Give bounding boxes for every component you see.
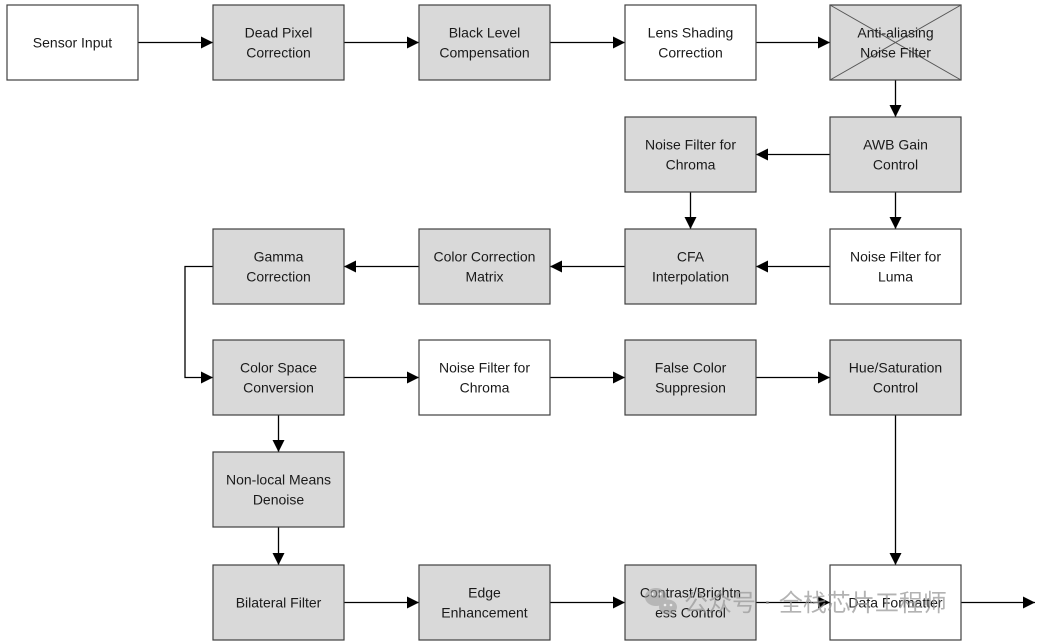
arrow-gamma-correction-to-color-space-conversion bbox=[184, 265, 213, 384]
node-box bbox=[418, 4, 551, 81]
node-box bbox=[418, 228, 551, 305]
node-label: Correction bbox=[246, 45, 311, 61]
node-label: Luma bbox=[878, 269, 913, 285]
node-label: False Color bbox=[655, 360, 727, 376]
cross-out-line bbox=[829, 4, 962, 81]
node-label: Lens Shading bbox=[648, 25, 734, 41]
watermark-text: 公众号 · 全栈芯片工程师 bbox=[684, 589, 947, 617]
watermark: 公众号 · 全栈芯片工程师 bbox=[645, 588, 947, 617]
node-label: Data Formatter bbox=[848, 595, 942, 611]
node-label: Black Level bbox=[449, 25, 521, 41]
node-label: Edge bbox=[468, 585, 501, 601]
node-box bbox=[212, 451, 345, 528]
node-label: Bilateral Filter bbox=[236, 595, 322, 611]
node-box bbox=[624, 339, 757, 416]
node-label: Color Correction bbox=[434, 249, 536, 265]
node-label: Noise Filter for bbox=[850, 249, 941, 265]
node-label: Interpolation bbox=[652, 269, 729, 285]
node-label: Correction bbox=[658, 45, 723, 61]
node-label: CFA bbox=[677, 249, 705, 265]
node-box bbox=[212, 4, 345, 81]
node-label: Chroma bbox=[666, 157, 716, 173]
node-label: Gamma bbox=[254, 249, 304, 265]
node-box bbox=[829, 564, 962, 641]
node-label: Enhancement bbox=[441, 605, 528, 621]
node-label: Sensor Input bbox=[33, 35, 112, 51]
node-box bbox=[829, 339, 962, 416]
node-label: Noise Filter for bbox=[439, 360, 530, 376]
node-box bbox=[418, 339, 551, 416]
node-box bbox=[624, 564, 757, 641]
node-label: Conversion bbox=[243, 380, 314, 396]
node-label: Noise Filter for bbox=[645, 137, 736, 153]
node-box bbox=[212, 339, 345, 416]
node-label: Dead Pixel bbox=[245, 25, 313, 41]
node-label: Hue/Saturation bbox=[849, 360, 942, 376]
node-label: Non-local Means bbox=[226, 472, 331, 488]
node-label: AWB Gain bbox=[863, 137, 928, 153]
node-box bbox=[6, 4, 139, 81]
node-label: Compensation bbox=[439, 45, 529, 61]
node-box bbox=[418, 564, 551, 641]
node-sensor-input: Sensor Input bbox=[6, 4, 139, 81]
node-box bbox=[212, 564, 345, 641]
wechat-icon bbox=[645, 588, 677, 615]
node-label: Control bbox=[873, 380, 918, 396]
node-label: Denoise bbox=[253, 492, 305, 508]
node-data-formatter: Data Formatter bbox=[829, 564, 962, 641]
node-label: Noise Filter bbox=[860, 45, 931, 61]
node-box bbox=[624, 116, 757, 193]
node-label: Correction bbox=[246, 269, 311, 285]
node-box bbox=[624, 228, 757, 305]
node-label: Suppresion bbox=[655, 380, 726, 396]
node-label: Matrix bbox=[465, 269, 503, 285]
connector-layer bbox=[138, 36, 1035, 609]
node-label: Anti-aliasing bbox=[857, 25, 933, 41]
node-cfa-interpolation: CFA Interpolation bbox=[624, 228, 757, 305]
node-bilateral-filter: Bilateral Filter bbox=[212, 564, 345, 641]
node-label: Chroma bbox=[460, 380, 510, 396]
node-box bbox=[624, 4, 757, 81]
node-label: Control bbox=[873, 157, 918, 173]
node-box bbox=[829, 228, 962, 305]
node-box bbox=[829, 116, 962, 193]
node-label: Color Space bbox=[240, 360, 317, 376]
node-box bbox=[212, 228, 345, 305]
